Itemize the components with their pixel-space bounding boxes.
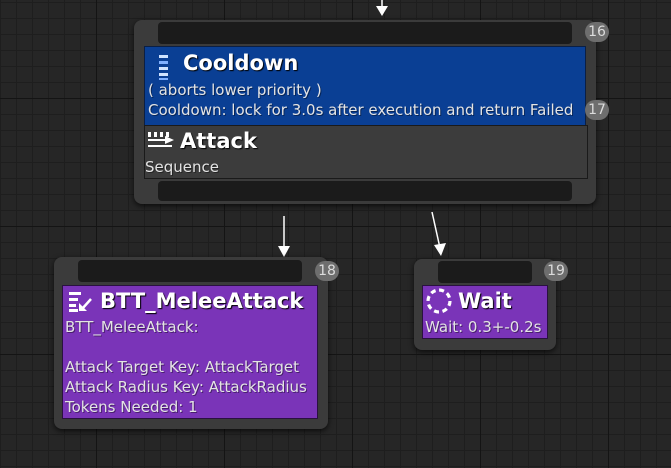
decorator-index-badge: 17 <box>585 100 609 120</box>
wire-to-melee-attack[interactable] <box>278 216 290 257</box>
task-property-tokens: Tokens Needed: 1 <box>65 398 198 416</box>
task-title: BTT_MeleeAttack <box>100 289 304 313</box>
wait-task[interactable]: Wait Wait: 0.3+-0.2s <box>422 285 548 339</box>
wire-to-wait[interactable] <box>431 211 446 256</box>
task-detail: Wait: 0.3+-0.2s <box>425 318 542 336</box>
decorator-description: Cooldown: lock for 3.0s after execution … <box>148 101 574 119</box>
task-title: Wait <box>458 289 512 313</box>
sequence-icon <box>148 132 174 147</box>
cooldown-icon <box>159 55 168 80</box>
execution-index-badge: 16 <box>585 22 609 42</box>
input-pin[interactable] <box>158 22 572 44</box>
composite-title: Attack <box>180 129 257 153</box>
melee-attack-task-node[interactable]: 18 BTT_MeleeAttack BTT_MeleeAttack: Atta… <box>54 257 339 429</box>
task-property-radius-key: Attack Radius Key: AttackRadius <box>65 378 307 396</box>
composite-subtitle: Sequence <box>145 158 219 176</box>
output-pin[interactable] <box>158 181 572 201</box>
attack-sequence-node[interactable]: 16 Cooldown ( aborts lower priority ) Co… <box>134 20 609 204</box>
melee-attack-task[interactable]: BTT_MeleeAttack BTT_MeleeAttack: Attack … <box>62 285 318 419</box>
execution-index-badge: 18 <box>315 261 339 281</box>
attack-composite[interactable]: Attack Sequence <box>144 125 588 179</box>
wait-task-node[interactable]: 19 Wait Wait: 0.3+-0.2s <box>414 259 568 350</box>
execution-index-badge: 19 <box>544 261 568 281</box>
abort-note: ( aborts lower priority ) <box>148 81 322 99</box>
input-pin[interactable] <box>438 261 532 283</box>
task-property-target-key: Attack Target Key: AttackTarget <box>65 358 300 376</box>
incoming-wire[interactable] <box>376 0 388 16</box>
wait-icon <box>426 288 452 314</box>
decorator-title: Cooldown <box>183 51 299 75</box>
task-class-name: BTT_MeleeAttack: <box>65 318 199 336</box>
input-pin[interactable] <box>78 260 302 282</box>
task-icon <box>69 292 92 312</box>
